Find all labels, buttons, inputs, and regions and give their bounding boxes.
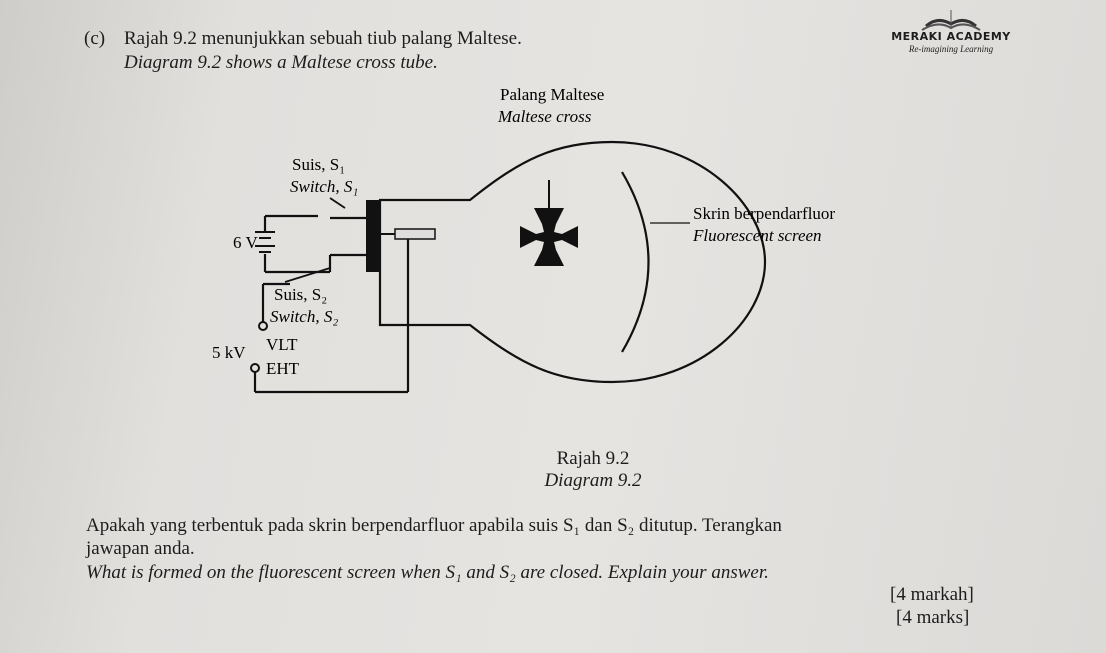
maltese-cross-icon	[520, 208, 578, 266]
label-eht-ms: VLT	[266, 335, 298, 354]
label-voltage-high: 5 kV	[212, 343, 246, 362]
label-voltage-low: 6 V	[233, 233, 258, 252]
label-maltese-ms: Palang Maltese	[500, 85, 604, 104]
label-maltese-en: Maltese cross	[497, 107, 592, 126]
eht-terminal-bottom	[250, 363, 260, 373]
label-eht-en: EHT	[266, 359, 300, 378]
label-screen-en: Fluorescent screen	[692, 226, 822, 245]
marks-english: [4 marks]	[896, 607, 970, 628]
label-switch1-ms: Suis, S₁	[292, 155, 345, 174]
question-label: (c)	[84, 28, 106, 49]
question-malay-line1: Apakah yang terbentuk pada skrin berpend…	[86, 515, 782, 536]
caption-english: Diagram 9.2	[544, 470, 642, 491]
intro-english: Diagram 9.2 shows a Maltese cross tube.	[124, 52, 438, 73]
tube-outline	[378, 140, 767, 384]
question-malay-line2: jawapan anda.	[86, 538, 195, 559]
fluorescent-screen	[621, 171, 650, 353]
label-switch2-en: Switch, S₂	[270, 307, 338, 326]
book-logo-icon	[921, 10, 981, 31]
logo-tagline: Re-imagining Learning	[908, 44, 994, 54]
eht-terminal-top	[258, 321, 268, 331]
label-screen-ms: Skrin berpendarfluor	[693, 204, 835, 223]
question-english: What is formed on the fluorescent screen…	[86, 562, 769, 583]
marks-malay: [4 markah]	[890, 584, 974, 605]
label-switch2-ms: Suis, S₂	[274, 285, 327, 304]
caption-malay: Rajah 9.2	[556, 448, 630, 469]
intro-malay: Rajah 9.2 menunjukkan sebuah tiub palang…	[124, 28, 522, 49]
anode	[394, 228, 436, 240]
cathode	[366, 200, 380, 272]
logo-title: MERAKI ACADEMY	[891, 30, 1011, 43]
label-switch1-en: Switch, S₁	[290, 177, 358, 196]
